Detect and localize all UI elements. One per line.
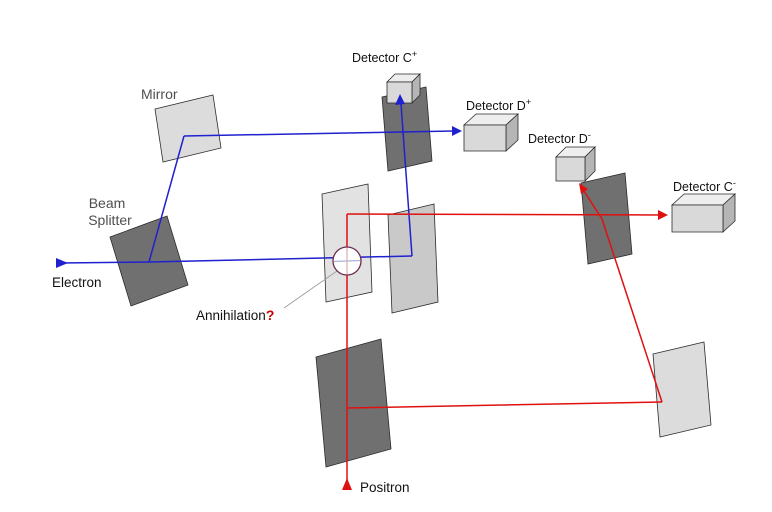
positron-entry-arrow xyxy=(342,478,352,490)
mirror-bottom-right xyxy=(652,341,712,438)
detector-c-minus-box xyxy=(670,193,737,233)
detector-c-plus-front-face xyxy=(386,81,413,104)
mirror-top-left xyxy=(154,94,222,163)
detector-c-plus-box xyxy=(386,73,421,104)
detector-d-minus-front-face xyxy=(555,156,586,182)
positron-label: Positron xyxy=(360,480,410,495)
mirror-label: Mirror xyxy=(141,86,178,102)
detector-c-plus-label-sup: + xyxy=(412,49,418,60)
beam-splitter-label-line2: Splitter xyxy=(88,212,132,228)
detector-d-plus-label-base: Detector D xyxy=(466,99,526,113)
electron-label: Electron xyxy=(52,275,102,290)
detector-c-plus-label: Detector C+ xyxy=(352,49,418,65)
detector-c-minus-front-face xyxy=(671,204,724,233)
positron-path-to-d-minus xyxy=(581,187,603,220)
splitter-bottom-dark xyxy=(315,338,392,468)
positron-path-diagonal xyxy=(601,218,663,403)
electron-path-entry xyxy=(59,261,150,264)
annihilation-question-mark: ? xyxy=(266,307,275,323)
detector-d-minus-label-sup: - xyxy=(588,130,591,141)
splitter-right-dark xyxy=(580,172,633,265)
electron-entry-arrow xyxy=(56,258,68,268)
detector-c-minus-label: Detector C- xyxy=(673,178,736,194)
arrow-to-detector-c-plus xyxy=(395,94,405,105)
detector-c-minus-label-base: Detector C xyxy=(673,180,733,194)
positron-path-lower-horizontal xyxy=(346,401,663,409)
detector-d-plus-label: Detector D+ xyxy=(466,97,532,113)
electron-path-splitter-to-mirror xyxy=(148,135,185,263)
annihilation-label: Annihilation? xyxy=(196,307,274,323)
arrow-to-detector-d-plus xyxy=(452,126,462,136)
detector-c-plus-label-base: Detector C xyxy=(352,51,412,65)
detector-d-minus-label: Detector D- xyxy=(528,130,591,146)
electron-path-to-d-plus xyxy=(183,130,454,137)
detector-c-minus-label-sup: - xyxy=(733,178,736,189)
detector-d-plus-front-face xyxy=(463,124,507,152)
electron-path-to-c-plus xyxy=(400,103,413,257)
detector-d-minus-box xyxy=(555,146,596,182)
positron-path-upper-horizontal xyxy=(346,213,663,216)
beam-splitter-label-line1: Beam xyxy=(89,195,126,211)
detector-d-minus-label-base: Detector D xyxy=(528,132,588,146)
splitter-middle-gray xyxy=(387,203,439,314)
annihilation-leader-line xyxy=(283,270,338,309)
arrow-to-detector-c-minus xyxy=(658,210,668,220)
annihilation-label-text: Annihilation xyxy=(196,308,266,323)
detector-d-plus-box xyxy=(462,113,520,152)
detector-d-plus-label-sup: + xyxy=(526,97,532,108)
arrow-to-detector-d-minus xyxy=(579,183,588,194)
electron-path-lower xyxy=(148,255,413,263)
